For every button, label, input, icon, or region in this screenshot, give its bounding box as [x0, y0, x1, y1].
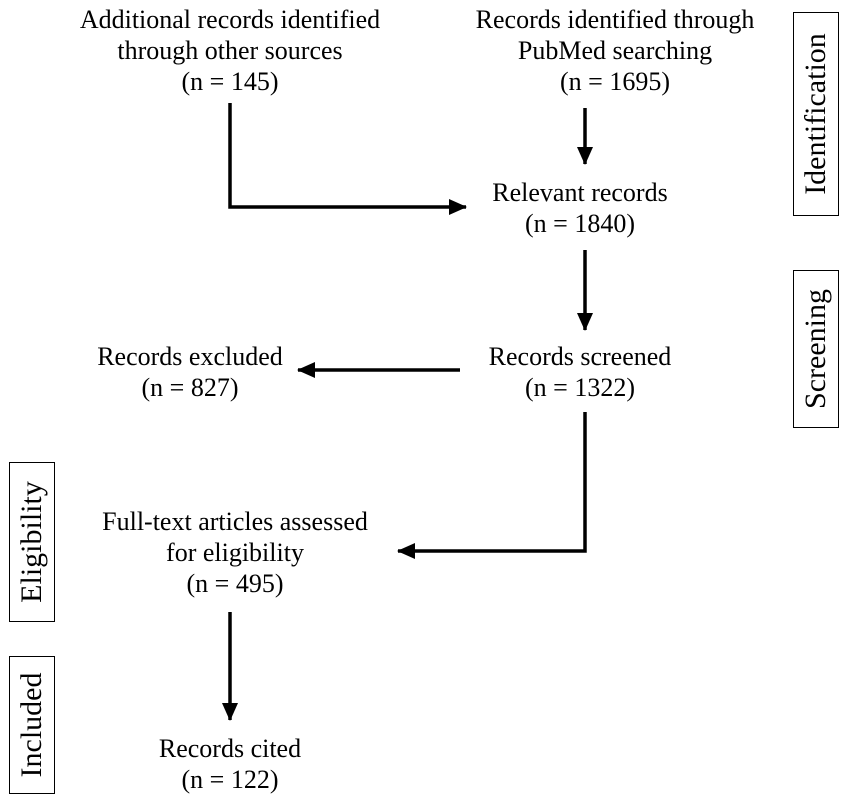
node-full-text-line2: for eligibility — [166, 538, 304, 567]
stage-identification: Identification — [793, 12, 839, 216]
arrow-screened-to-full-text — [397, 412, 587, 559]
node-other-sources-count: (n = 145) — [181, 67, 279, 96]
node-pubmed: Records identified through PubMed search… — [445, 4, 785, 97]
node-other-sources: Additional records identified through ot… — [50, 4, 410, 97]
node-cited: Records cited (n = 122) — [115, 733, 345, 795]
node-other-sources-line2: through other sources — [117, 36, 343, 65]
stage-identification-label: Identification — [799, 33, 832, 195]
node-screened-line1: Records screened — [488, 342, 672, 371]
node-relevant-count: (n = 1840) — [525, 209, 635, 238]
node-relevant-line1: Relevant records — [492, 178, 668, 207]
node-full-text-line1: Full-text articles assessed — [102, 507, 368, 536]
node-cited-count: (n = 122) — [181, 765, 279, 794]
node-cited-line1: Records cited — [158, 734, 302, 763]
node-screened-count: (n = 1322) — [525, 373, 635, 402]
node-relevant: Relevant records (n = 1840) — [450, 177, 710, 239]
stage-included: Included — [9, 656, 55, 794]
node-pubmed-line1: Records identified through — [475, 5, 755, 34]
node-excluded-count: (n = 827) — [141, 373, 239, 402]
node-full-text: Full-text articles assessed for eligibil… — [70, 506, 400, 599]
node-pubmed-line2: PubMed searching — [517, 36, 713, 65]
node-excluded-line1: Records excluded — [97, 342, 283, 371]
node-excluded: Records excluded (n = 827) — [70, 341, 310, 403]
node-full-text-count: (n = 495) — [186, 569, 284, 598]
stage-eligibility: Eligibility — [9, 462, 55, 622]
stage-screening: Screening — [793, 270, 839, 428]
arrow-other-sources-to-relevant — [228, 103, 467, 215]
node-other-sources-line1: Additional records identified — [79, 5, 381, 34]
stage-included-label: Included — [15, 672, 48, 778]
stage-screening-label: Screening — [799, 289, 832, 409]
node-screened: Records screened (n = 1322) — [450, 341, 710, 403]
node-pubmed-count: (n = 1695) — [560, 67, 670, 96]
stage-eligibility-label: Eligibility — [15, 481, 48, 603]
